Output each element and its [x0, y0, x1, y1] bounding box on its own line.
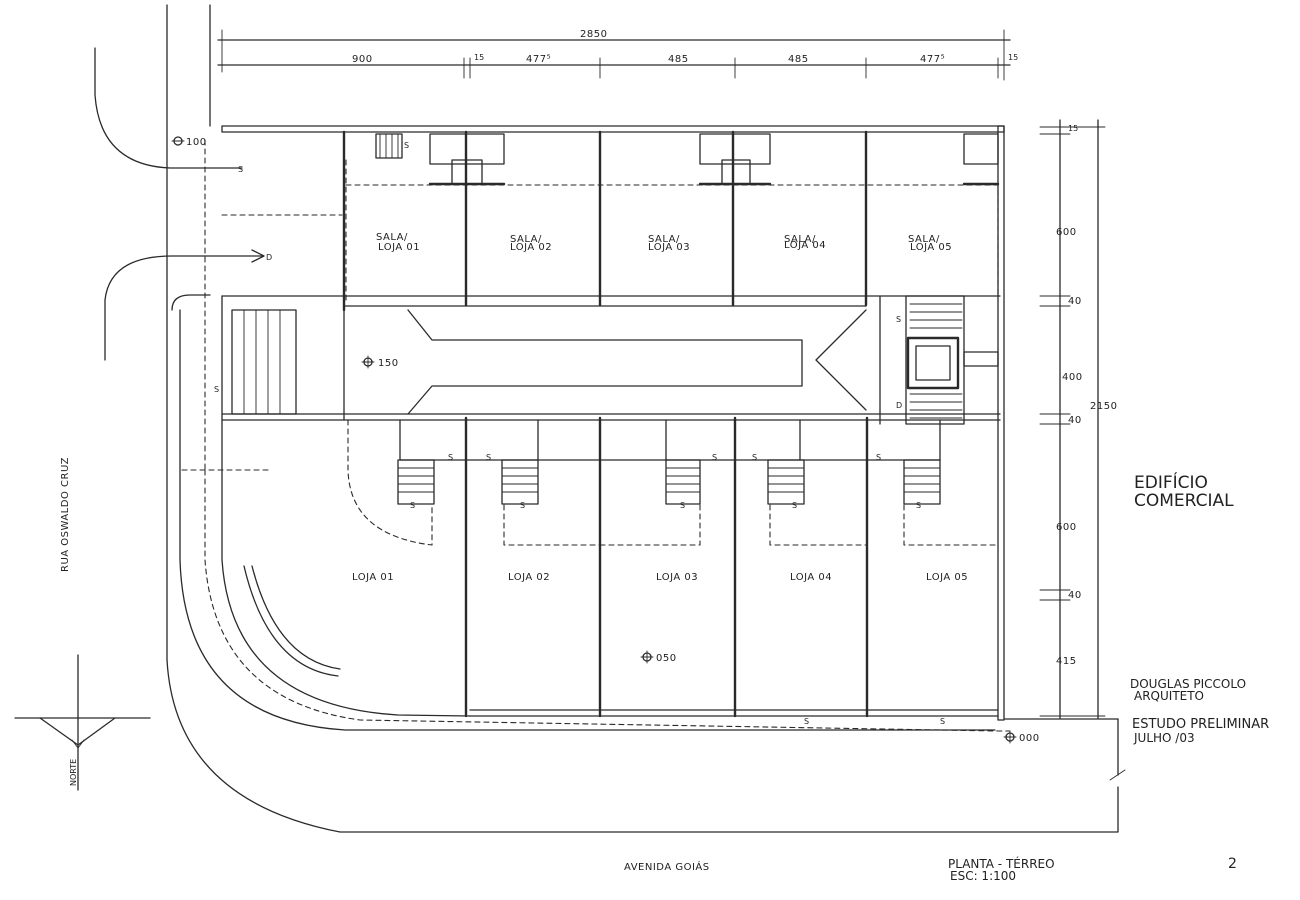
stair-mark: D [266, 253, 272, 262]
stair-mark: S [214, 385, 219, 394]
room-label-sala-loja-02: SALA/ LOJA 02 [510, 234, 552, 253]
stair-mark: S [486, 453, 491, 462]
level-marker-icons [171, 136, 1017, 744]
street-name-bottom: AVENIDA GOIÁS [624, 860, 710, 873]
stair-mark: D [896, 401, 902, 410]
phase-date: JULHO /03 [1133, 731, 1195, 745]
dim-right-seg-6: 600 [1056, 522, 1077, 533]
drawing-scale: ESC: 1:100 [950, 869, 1016, 883]
dim-right-seg-5: 40 [1068, 415, 1082, 426]
lower-room-labels: LOJA 01 LOJA 02 LOJA 03 LOJA 04 LOJA 05 [352, 572, 968, 583]
stair-mark: S [404, 141, 409, 150]
stair-mark: S [792, 501, 797, 510]
lower-shop-stairs [347, 419, 999, 546]
project-title-line1: EDIFÍCIO [1134, 471, 1208, 493]
dim-top-seg-1: 900 [352, 54, 373, 65]
dim-right-seg-8: 415 [1056, 656, 1077, 667]
level-000: 000 [1019, 733, 1040, 744]
stair-mark: S [916, 501, 921, 510]
stair-mark: S [804, 717, 809, 726]
upper-room-labels: SALA/ LOJA 01 SALA/ LOJA 02 SALA/ LOJA 0… [376, 232, 952, 253]
dim-right-seg-2: 600 [1056, 227, 1077, 238]
right-dimension-lines [1039, 119, 1106, 719]
room-label-loja-05: LOJA 05 [926, 572, 968, 583]
dim-top-seg-7: 15 [1008, 53, 1018, 62]
dim-right-seg-7: 40 [1068, 590, 1082, 601]
dim-top-seg-4: 485 [668, 54, 689, 65]
project-title-line2: COMERCIAL [1134, 491, 1234, 511]
room-label-sala-loja-04: SALA/ LOJA 04 [784, 234, 826, 251]
stair-mark: S [752, 453, 757, 462]
level-100: 100 [186, 137, 207, 148]
stair-mark: S [680, 501, 685, 510]
dim-top-seg-5: 485 [788, 54, 809, 65]
room-label-loja-01: LOJA 01 [352, 572, 394, 583]
sheet-number: 2 [1228, 856, 1237, 872]
dim-right-total: 2150 [1090, 401, 1117, 412]
drawing-title: PLANTA - TÉRREO [948, 856, 1055, 871]
author-name: DOUGLAS PICCOLO [1130, 677, 1246, 691]
stair-mark: S [238, 165, 243, 174]
room-label-sala-loja-03: SALA/ LOJA 03 [648, 234, 690, 253]
phase-name: ESTUDO PRELIMINAR [1132, 717, 1269, 732]
dim-top-seg-3: 477⁵ [526, 54, 551, 65]
upper-wet-cores [345, 133, 1000, 301]
author-role: ARQUITETO [1134, 689, 1204, 703]
corridor-void [407, 309, 867, 415]
room-label-sala-loja-05: SALA/ LOJA 05 [908, 234, 952, 253]
dim-right-seg-1: 15 [1068, 124, 1078, 133]
room-label-loja-02: LOJA 02 [508, 572, 550, 583]
title-block: EDIFÍCIO COMERCIAL DOUGLAS PICCOLO ARQUI… [948, 471, 1269, 883]
dim-right-seg-4: 400 [1062, 372, 1083, 383]
stair-elevator-core [879, 295, 999, 425]
stair-mark: S [896, 315, 901, 324]
level-050: 050 [656, 653, 677, 664]
north-label: NORTE [69, 759, 78, 786]
dim-top-seg-2: 15 [474, 53, 484, 62]
building-walls [221, 125, 1005, 721]
room-label-loja-04: LOJA 04 [790, 572, 832, 583]
street-name-left: RUA OSWALDO CRUZ [60, 457, 71, 572]
stair-mark: S [940, 717, 945, 726]
room-label-sala-loja-01: SALA/ LOJA 01 [376, 232, 420, 253]
level-150: 150 [378, 358, 399, 369]
dim-top-total: 2850 [580, 29, 607, 40]
stair-mark: S [712, 453, 717, 462]
top-dimension-lines [217, 29, 1011, 81]
stair-mark: S [520, 501, 525, 510]
dim-right-seg-3: 40 [1068, 296, 1082, 307]
dim-top-seg-6: 477⁵ [920, 54, 945, 65]
north-arrow-icon [14, 654, 151, 791]
street-lines [94, 4, 1126, 833]
stair-mark: S [410, 501, 415, 510]
stair-marks: S S D S S D S S S S S S S S S S S S [214, 141, 945, 726]
stair-mark: S [448, 453, 453, 462]
stair-mark: S [876, 453, 881, 462]
room-label-loja-03: LOJA 03 [656, 572, 698, 583]
